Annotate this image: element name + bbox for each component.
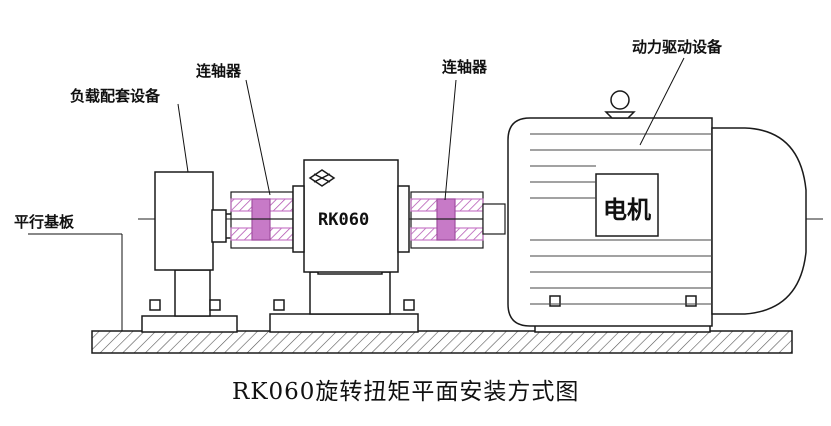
motor-text: 电机 (603, 196, 651, 224)
label-load-equipment: 负载配套设备 (70, 87, 161, 105)
label-coupling-left: 连轴器 (196, 62, 242, 80)
leader-lines (28, 57, 685, 331)
label-coupling-right: 连轴器 (442, 58, 488, 76)
sensor-model-text: RK060 (318, 210, 370, 230)
coupling-right (410, 191, 506, 249)
figure-caption: RK060旋转扭矩平面安装方式图 (232, 379, 580, 405)
label-base-plate: 平行基板 (14, 213, 75, 231)
label-drive-equipment: 动力驱动设备 (632, 38, 723, 56)
base-plate (91, 330, 793, 354)
motor (507, 90, 807, 333)
coupling-left (230, 191, 294, 249)
load-equipment (141, 171, 238, 333)
torque-sensor (269, 159, 419, 333)
motor-fins (530, 133, 712, 305)
